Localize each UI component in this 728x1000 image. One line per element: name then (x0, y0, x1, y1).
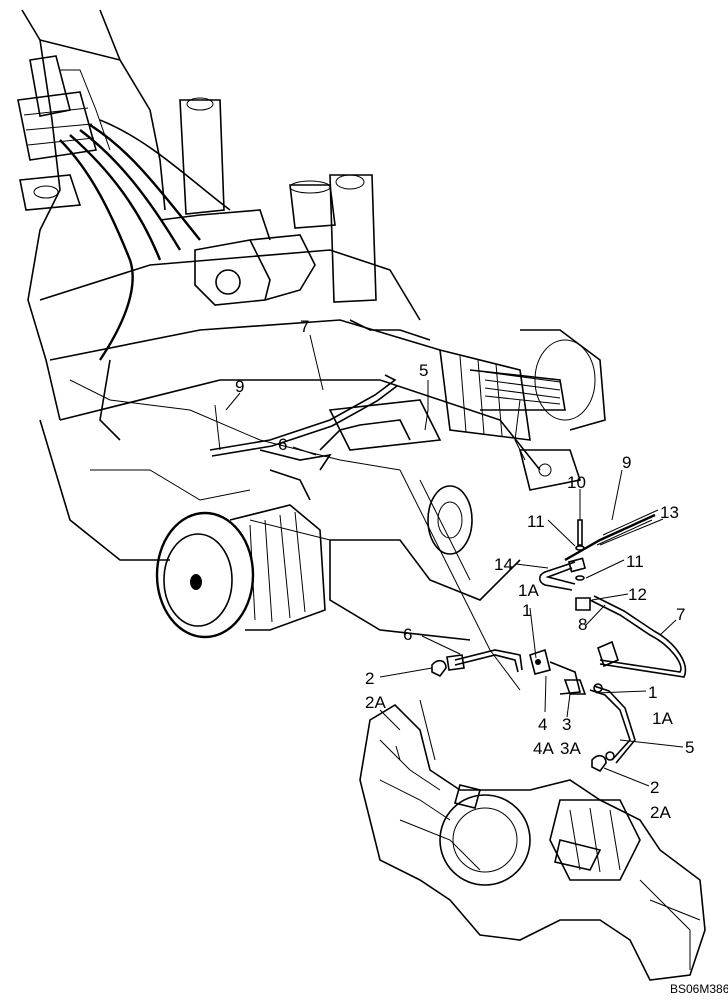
callout-4a: 4A (533, 739, 554, 758)
chassis-frame (19, 9, 541, 641)
callout-4: 4 (538, 715, 547, 734)
callout-labels: 7 5 9 6 9 10 13 11 14 11 1A 12 1 8 7 6 2… (235, 317, 694, 822)
wheel-hub-left (155, 504, 326, 639)
callout-9-lower: 9 (622, 453, 631, 472)
fittings-10-11-12 (575, 519, 591, 611)
callout-6-upper: 6 (278, 435, 287, 454)
figure-reference: BS06M386 (670, 982, 728, 996)
callout-8: 8 (578, 615, 587, 634)
callout-1a-upper: 1A (518, 581, 539, 600)
callout-11-upper: 11 (527, 512, 545, 531)
callout-11-lower: 11 (626, 552, 644, 571)
callout-2a-left: 2A (365, 693, 386, 712)
callout-7-upper: 7 (300, 317, 309, 336)
hose-bundle (59, 119, 231, 441)
callout-5-lower: 5 (685, 738, 694, 757)
brake-line-9 (564, 509, 659, 562)
callout-1-upper: 1 (522, 601, 531, 620)
callout-1a-right: 1A (652, 709, 673, 728)
valve-bank (439, 348, 582, 491)
callout-9-upper: 9 (235, 377, 244, 396)
callout-2-left: 2 (365, 669, 374, 688)
brake-line-14-loop (538, 557, 587, 591)
brake-line-5 (589, 683, 636, 764)
brake-line-6 (446, 649, 523, 673)
brake-line-7 (589, 595, 687, 678)
callout-2a-right: 2A (650, 803, 671, 822)
axle-housing (359, 703, 706, 981)
callout-6-lower: 6 (403, 625, 412, 644)
callout-13: 13 (660, 503, 679, 522)
leader-lines (225, 334, 684, 787)
callout-1-right: 1 (648, 683, 657, 702)
callout-5-upper: 5 (419, 361, 428, 380)
wheel-hub-right (520, 329, 606, 431)
callout-7-lower: 7 (676, 605, 685, 624)
callout-10: 10 (567, 473, 586, 492)
center-hub (427, 485, 473, 555)
brake-lines-upper (209, 319, 431, 501)
callout-3: 3 (562, 715, 571, 734)
pedal-valve-block (17, 55, 98, 161)
tee-fitting-3-4 (529, 648, 587, 695)
callout-3a: 3A (560, 739, 581, 758)
bolts-2-2a (431, 659, 607, 773)
callout-2-right: 2 (650, 778, 659, 797)
callout-14: 14 (494, 555, 513, 574)
callout-12: 12 (628, 585, 647, 604)
pump-assembly (159, 180, 336, 306)
